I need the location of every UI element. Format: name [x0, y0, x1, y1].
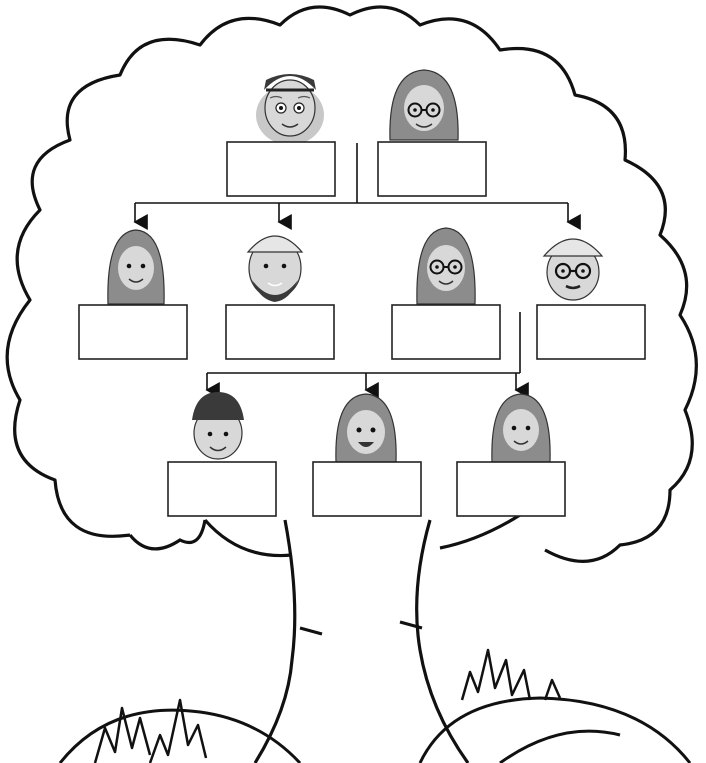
member-child-3: [456, 393, 566, 517]
grass-tufts: [93, 648, 562, 763]
member-child-2: [312, 393, 422, 517]
grandfather-icon: [256, 74, 324, 145]
generation-1: [226, 69, 487, 197]
boy-cap-icon: [192, 392, 244, 460]
member-grandmother: [377, 69, 487, 197]
name-box-grandmother[interactable]: [377, 141, 487, 197]
name-box-child-1[interactable]: [167, 461, 277, 517]
member-child-1: [167, 392, 277, 517]
woman-hijab-icon: [107, 229, 165, 305]
name-box-parent-1[interactable]: [78, 304, 188, 360]
name-box-grandfather[interactable]: [226, 141, 336, 197]
tree-canopy-lower-left: [128, 519, 207, 551]
woman-hijab-glasses-icon: [416, 227, 476, 305]
member-parent-3: [391, 227, 501, 360]
girl-hijab-icon: [335, 393, 397, 463]
woman-hijab-icon: [491, 393, 551, 463]
member-parent-2: [225, 235, 335, 360]
name-box-child-2[interactable]: [312, 461, 422, 517]
generation-2: [78, 227, 646, 360]
tree-canopy: [5, 5, 698, 563]
name-box-parent-2[interactable]: [225, 304, 335, 360]
man-white-cap-beard-icon: [246, 235, 304, 302]
grandmother-hijab-glasses-icon: [389, 69, 459, 141]
man-cap-glasses-icon: [542, 238, 604, 301]
name-box-child-3[interactable]: [456, 461, 566, 517]
member-parent-4: [536, 238, 646, 360]
member-parent-1: [78, 229, 188, 360]
name-box-parent-3[interactable]: [391, 304, 501, 360]
tree-trunk: [203, 513, 521, 763]
member-grandfather: [226, 74, 336, 197]
connectors: [133, 143, 581, 398]
name-box-parent-4[interactable]: [536, 304, 646, 360]
generation-3: [167, 392, 566, 517]
